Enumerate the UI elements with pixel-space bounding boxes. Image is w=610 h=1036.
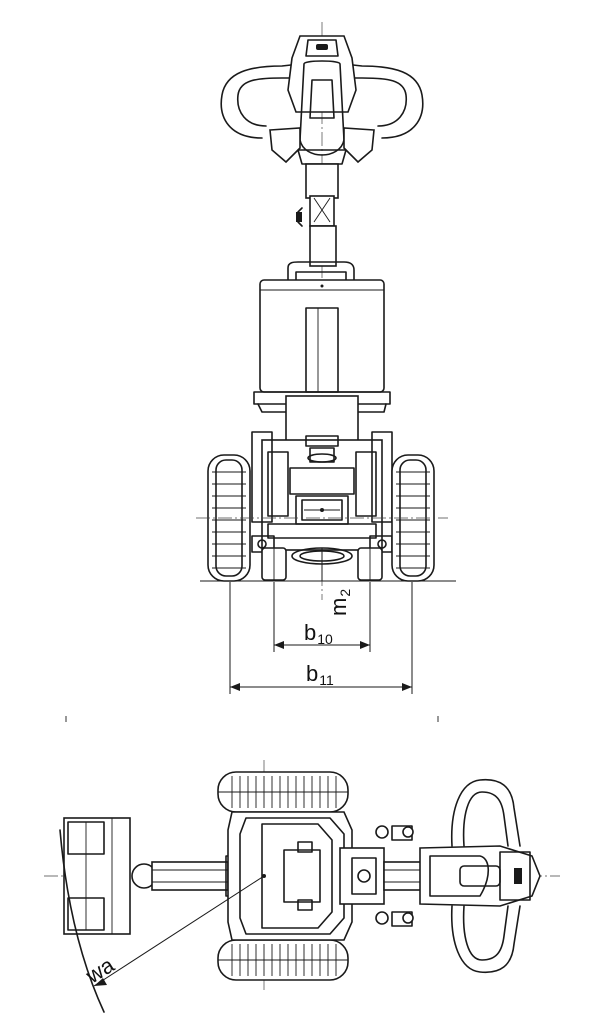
dimension-label-wa: wa (81, 952, 120, 989)
top-view: wa (44, 760, 560, 1013)
dimension-label-m2: m2 (326, 589, 353, 616)
dimension-label-b10: b10 (304, 620, 333, 647)
dimension-label-b11: b11 (306, 661, 334, 688)
front-dimensions: m2 b10 b11 (229, 548, 413, 694)
front-view (196, 22, 456, 600)
